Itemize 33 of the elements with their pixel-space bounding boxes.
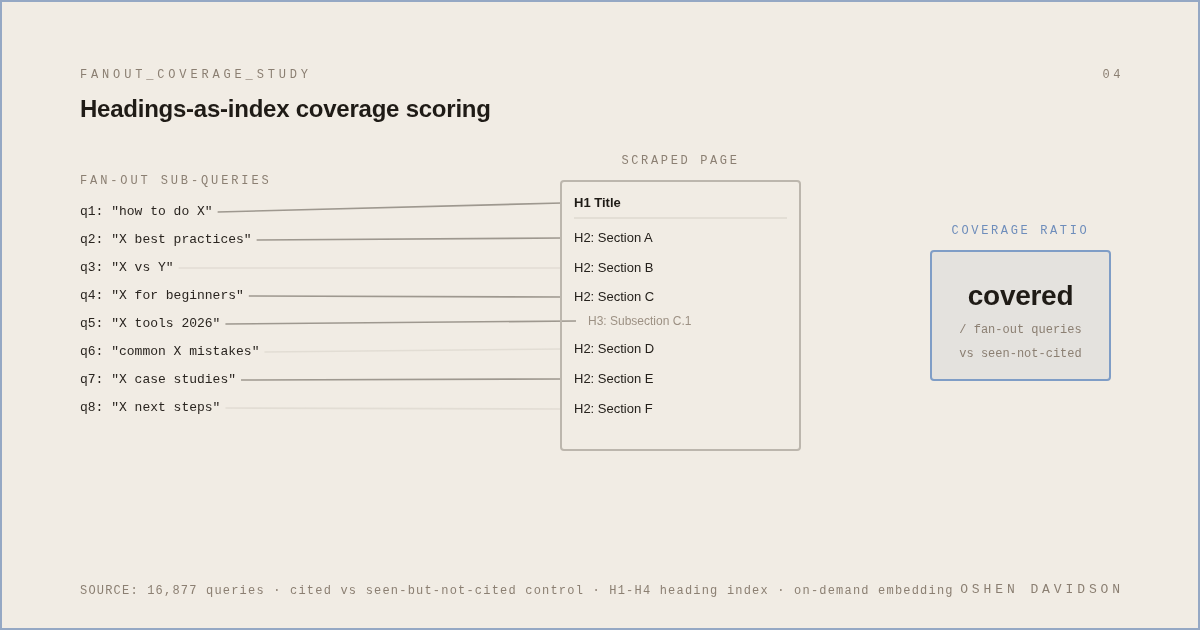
- panel-heading: SCRAPED PAGE: [621, 153, 740, 170]
- query-text: q2: "X best practices": [80, 230, 252, 250]
- query-text: q5: "X tools 2026": [80, 314, 221, 334]
- heading-entry: H2: Section A: [574, 229, 653, 247]
- metric-value: covered: [967, 280, 1074, 312]
- query-text: q3: "X vs Y": [80, 258, 174, 278]
- subheading-entry: H3: Subsection C.1: [588, 313, 692, 330]
- metric-caption: / fan-out queries: [959, 322, 1082, 339]
- heading-entry: H2: Section B: [574, 259, 654, 277]
- author-name: OSHEN DAVIDSON: [960, 581, 1124, 599]
- connector-line: [248, 295, 563, 298]
- page-number: 04: [1102, 67, 1124, 84]
- connector-line: [216, 202, 563, 213]
- connector-line: [240, 378, 563, 381]
- heading-entry: H1 Title: [574, 194, 621, 212]
- panel-heading: COVERAGE RATIO: [951, 223, 1090, 240]
- query-text: q6: "common X mistakes": [80, 342, 260, 362]
- heading-entry: H2: Section F: [574, 400, 653, 418]
- slide-title: Headings-as-index coverage scoring: [80, 94, 491, 124]
- metric-caption: vs seen-not-cited: [959, 346, 1082, 363]
- connector-line: [224, 320, 577, 325]
- column-heading: FAN-OUT SUB-QUERIES: [80, 173, 272, 190]
- connector-line: [263, 348, 563, 353]
- heading-entry: H2: Section E: [574, 370, 654, 388]
- study-tag: FANOUT_COVERAGE_STUDY: [80, 66, 312, 84]
- query-text: q8: "X next steps": [80, 398, 221, 418]
- heading-entry: H2: Section D: [574, 340, 655, 358]
- query-text: q4: "X for beginners": [80, 286, 244, 306]
- heading-entry: H2: Section C: [574, 288, 655, 306]
- source-note: SOURCE: 16,877 queries · cited vs seen-but-not-cited control · H1-H4 heading index · on-demand embedding: [80, 583, 954, 600]
- query-text: q7: "X case studies": [80, 370, 237, 390]
- connector-line: [255, 237, 563, 241]
- query-text: q1: "how to do X": [80, 202, 213, 222]
